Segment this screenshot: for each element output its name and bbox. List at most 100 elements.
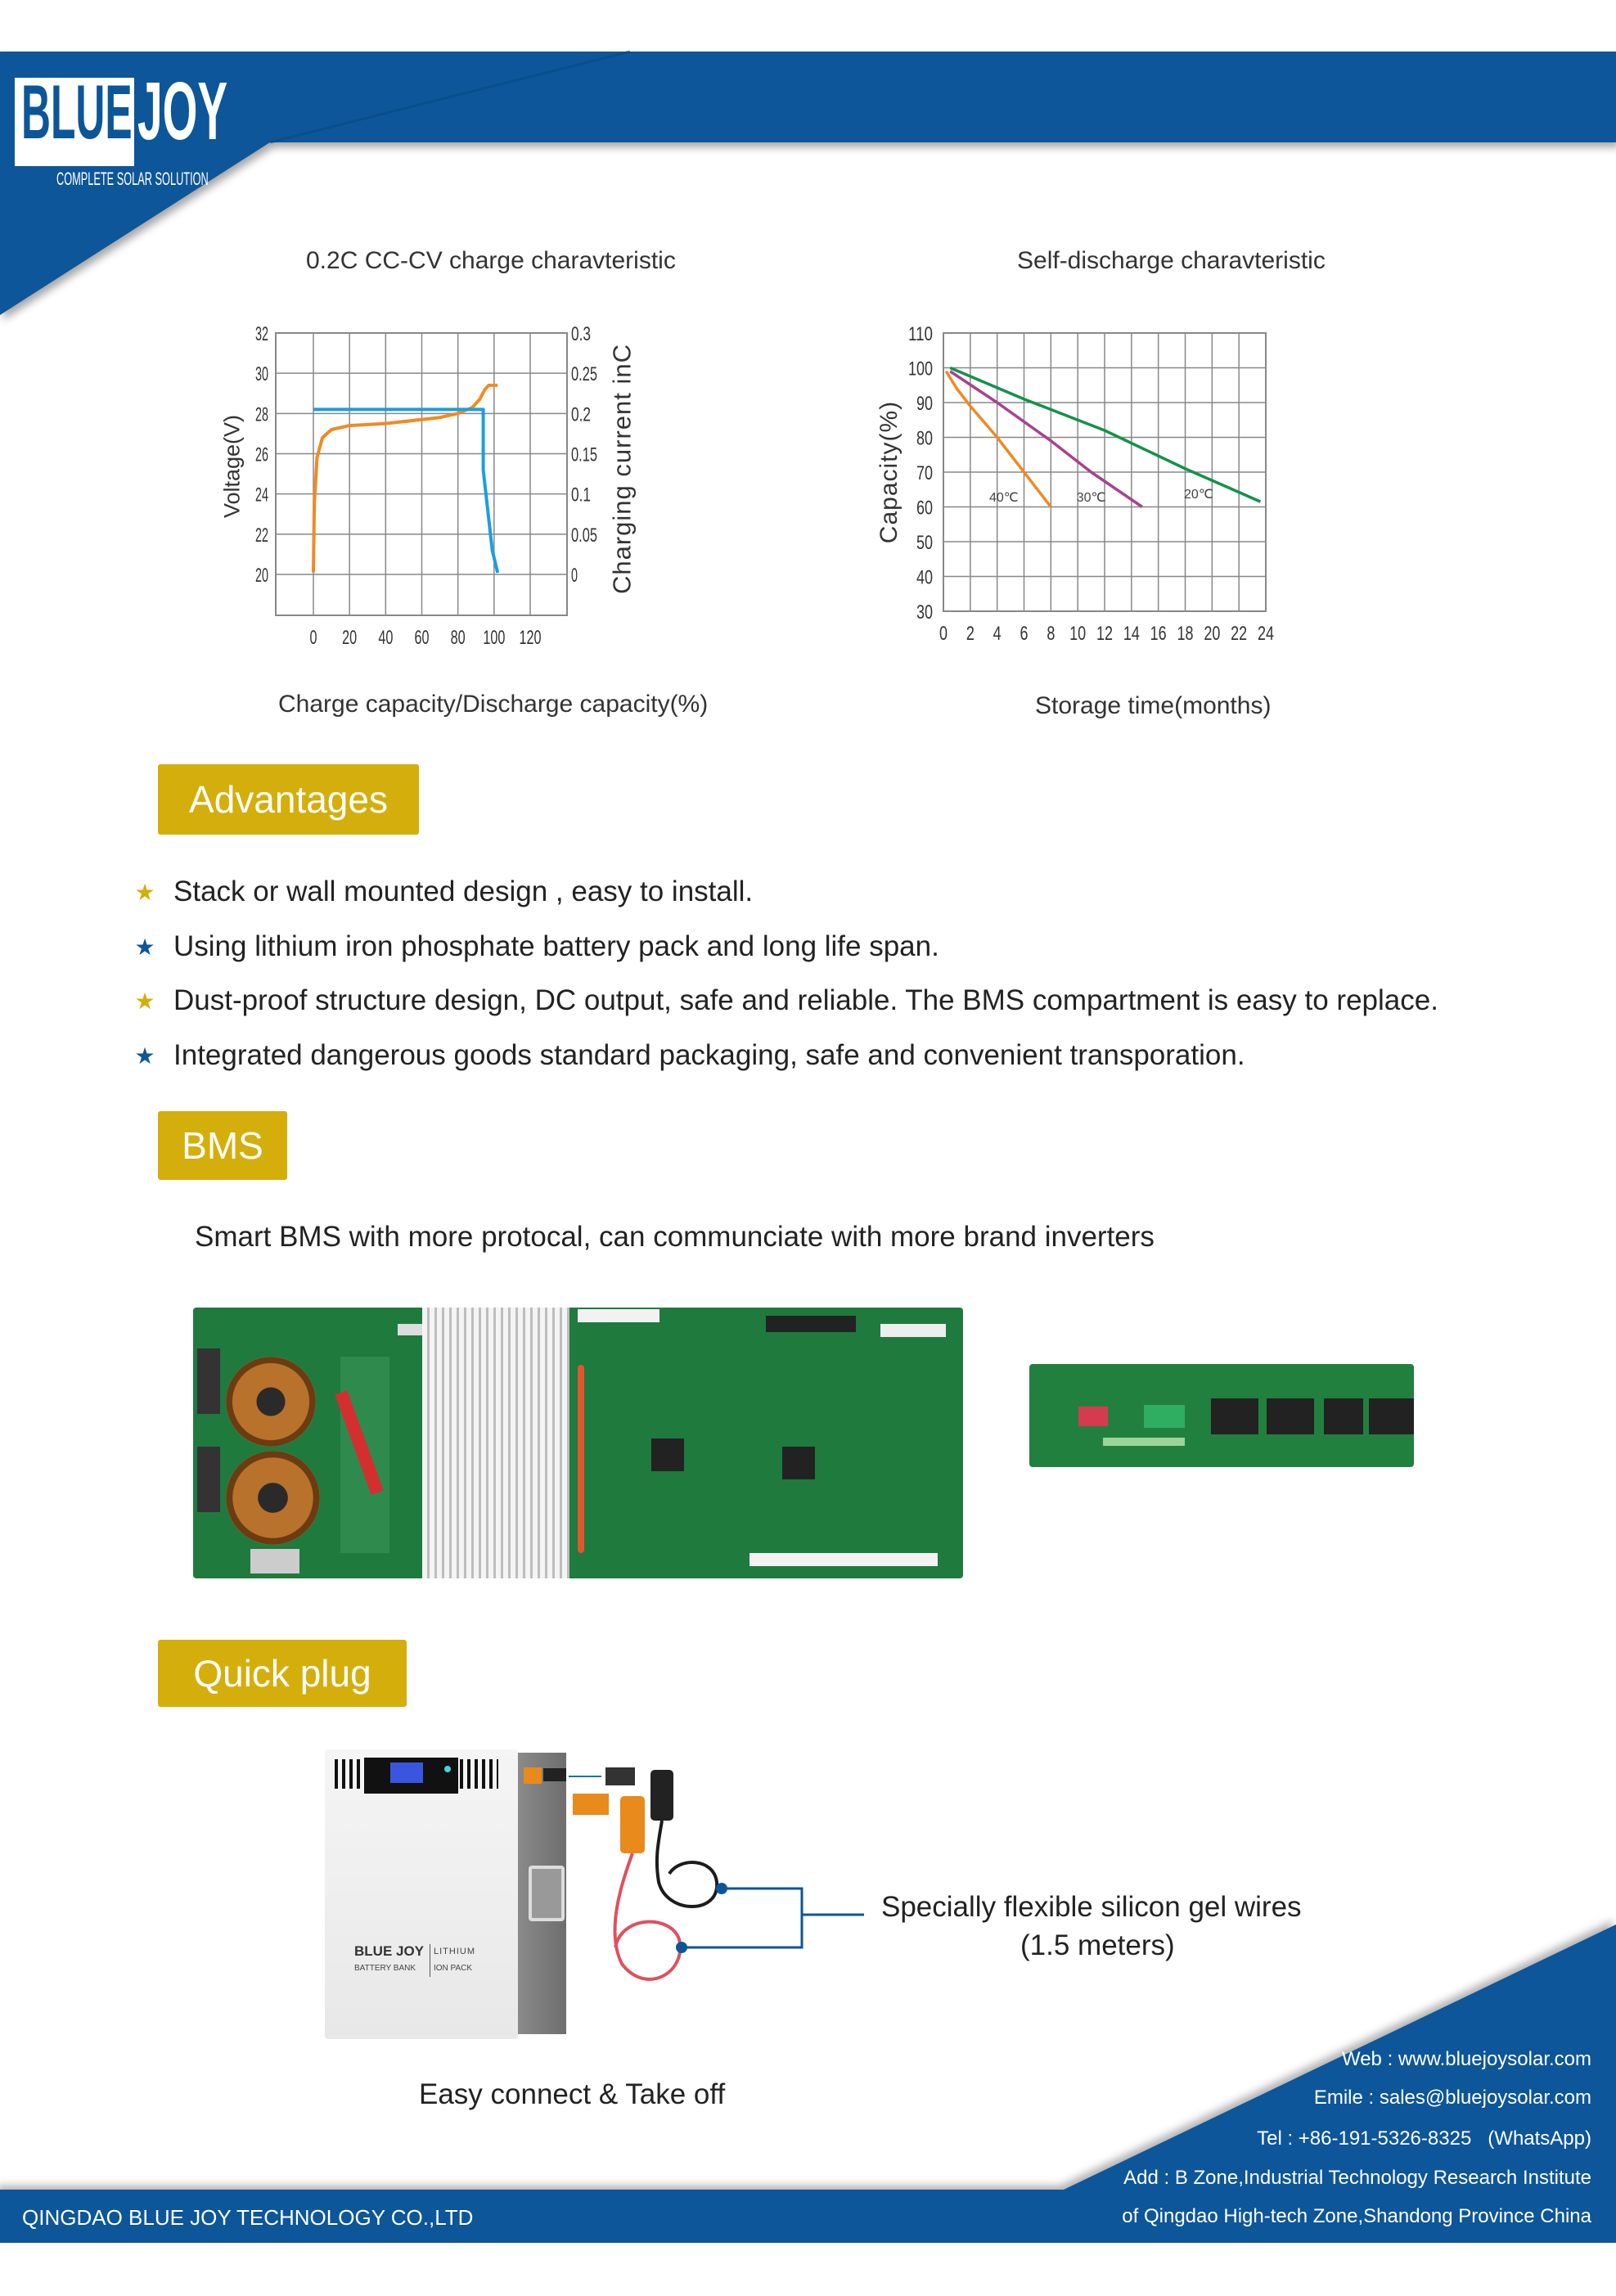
selfdischarge-chart-title: Self-discharge charavteristic (1017, 247, 1326, 274)
battery-label-bank: BATTERY BANK (354, 1964, 416, 1973)
x-tick-label: 120 (520, 627, 542, 649)
black-terminal (543, 1768, 566, 1781)
wire-note-line2: (1.5 meters) (1020, 1929, 1175, 1961)
y-tick-label: 100 (908, 358, 933, 380)
y-tick-label: 30 (255, 363, 268, 385)
logo-box (15, 78, 134, 166)
y2-tick-label: 0.25 (571, 363, 597, 385)
advantages-heading: Advantages (158, 764, 419, 835)
y-tick-label: 26 (255, 444, 268, 466)
y-tick-label: 110 (908, 323, 933, 345)
callout-dot-black (716, 1883, 727, 1894)
header-band (0, 50, 1616, 315)
y-tick-label: 90 (916, 393, 933, 415)
charge-chart-title: 0.2C CC-CV charge charavteristic (306, 247, 676, 274)
battery-handle (529, 1866, 565, 1921)
cables-diagram (524, 1767, 864, 1981)
y2-tick-label: 0 (571, 565, 578, 587)
advantage-text: Dust-proof structure design, DC output, … (173, 984, 1438, 1016)
y-tick-label: 80 (916, 428, 933, 450)
star-icon: ★ (134, 879, 155, 905)
y-tick-label: 28 (255, 403, 268, 425)
y2-tick-label: 0.15 (571, 444, 597, 466)
red-cable (613, 1853, 682, 1981)
y-tick-label: 60 (916, 497, 933, 520)
footer-email[interactable]: Emile : sales@bluejoysolar.com (1313, 2087, 1591, 2109)
x-tick-label: 10 (1069, 623, 1086, 645)
footer-address-line2: of Qingdao High-tech Zone,Shandong Provi… (1122, 2205, 1591, 2227)
advantage-item: ★ Using lithium iron phosphate battery pa… (131, 930, 939, 963)
bms-interface-board-image (1029, 1364, 1414, 1467)
orange-terminal (524, 1767, 542, 1784)
y2-tick-label: 0.3 (571, 323, 591, 345)
advantage-text: Integrated dangerous goods standard pack… (173, 1039, 1245, 1071)
advantage-item: ★Dust-proof structure design, DC output,… (131, 984, 1438, 1017)
footer-web[interactable]: Web : www.bluejoysolar.com (1341, 2048, 1591, 2070)
orange-connector (573, 1794, 609, 1815)
star-icon: ★ (134, 1042, 155, 1069)
advantage-item: ★ Stack or wall mounted design , easy to … (131, 876, 753, 908)
battery-brand-label: BLUE JOY (354, 1943, 425, 1959)
black-connector (605, 1767, 635, 1785)
x-tick-label: 60 (415, 627, 430, 649)
series-label: 40℃ (989, 491, 1019, 505)
orange-plug (620, 1796, 645, 1853)
x-tick-label: 100 (483, 627, 505, 649)
series-line-30℃ (949, 370, 1143, 508)
x-tick-label: 2 (966, 623, 975, 645)
black-plug (650, 1770, 673, 1821)
footer-address-line1: Add : B Zone,Industrial Technology Resea… (1123, 2167, 1591, 2189)
battery-label-ionpack: ION PACK (434, 1964, 473, 1973)
y-tick-label: 22 (255, 524, 268, 547)
footer-band (0, 1925, 1616, 2243)
y-tick-label: 50 (916, 532, 933, 554)
star-icon: ★ (134, 934, 155, 960)
x-tick-label: 0 (939, 623, 948, 645)
black-cable (655, 1820, 719, 1908)
x-tick-label: 6 (1020, 623, 1029, 645)
y2-tick-label: 0.1 (571, 484, 591, 506)
y-tick-label: 40 (916, 567, 933, 589)
quick-plug-caption: Easy connect & Take off (419, 2078, 726, 2110)
bms-board-image (193, 1308, 963, 1578)
x-tick-label: 22 (1231, 623, 1247, 645)
y-tick-label: 24 (255, 484, 268, 506)
y-tick-label: 32 (255, 323, 268, 345)
x-tick-label: 0 (310, 627, 317, 649)
x-tick-label: 24 (1258, 623, 1274, 645)
series-line-40℃ (944, 370, 1052, 508)
advantage-text: Using lithium iron phosphate battery pac… (173, 930, 939, 962)
y-tick-label: 30 (916, 601, 933, 624)
charge-chart-xlabel: Charge capacity/Discharge capacity(%) (278, 691, 709, 718)
bms-description: Smart BMS with more protocal, can commun… (195, 1221, 1155, 1253)
series-label: 30℃ (1077, 491, 1106, 505)
selfdischarge-chart-xlabel: Storage time(months) (1035, 692, 1272, 719)
logo-blue-text: BLUE (21, 69, 133, 155)
battery-label-lithium: LITHIUM (434, 1947, 475, 1956)
footer-company: QINGDAO BLUE JOY TECHNOLOGY CO.,LTD (22, 2205, 474, 2230)
advantage-text: Stack or wall mounted design , easy to i… (173, 876, 754, 907)
series-label: 20℃ (1184, 488, 1213, 502)
series-line-20℃ (949, 366, 1262, 503)
footer-tel: Tel : +86-191-5326-8325 (WhatsApp) (1257, 2127, 1591, 2150)
wire-note-line1: Specially flexible silicon gel wires (881, 1891, 1302, 1923)
quick-plug-heading: Quick plug (158, 1640, 407, 1707)
logo-tagline: COMPLETE SOLAR SOLUTION (56, 169, 209, 189)
x-tick-label: 14 (1123, 623, 1140, 645)
series-line-charging-current (313, 407, 500, 574)
y-tick-label: 70 (916, 462, 933, 484)
y2-tick-label: 0.05 (571, 524, 597, 547)
x-tick-label: 20 (342, 627, 357, 649)
x-tick-label: 40 (378, 627, 393, 649)
y-tick-label: 20 (255, 565, 268, 587)
x-tick-label: 20 (1204, 623, 1220, 645)
advantage-item: ★ Integrated dangerous goods standard pac… (131, 1039, 1245, 1072)
x-tick-label: 4 (993, 623, 1002, 645)
x-tick-label: 12 (1096, 623, 1113, 645)
series-line-voltage (312, 383, 498, 573)
x-tick-label: 18 (1177, 623, 1194, 645)
callout-dot-red (676, 1942, 687, 1953)
x-tick-label: 16 (1150, 623, 1167, 645)
x-tick-label: 8 (1047, 623, 1055, 645)
